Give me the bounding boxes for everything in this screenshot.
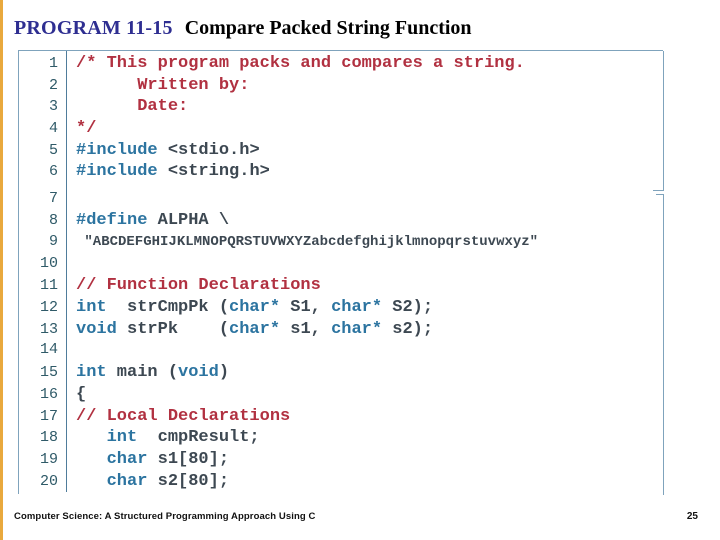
line-number: 14 (39, 341, 58, 359)
code-line: 18 int cmpResult; (19, 428, 663, 450)
code-box-right-border-upper (663, 51, 664, 190)
code-line: 1 /* This program packs and compares a st… (19, 54, 663, 76)
program-title-label: Compare Packed String Function (184, 17, 472, 39)
line-number: 11 (39, 277, 58, 295)
code-line: 8 #define ALPHA \ (19, 211, 663, 233)
line-number: 2 (48, 76, 58, 94)
code-text: Date: (76, 97, 189, 117)
code-text: { (76, 384, 87, 404)
line-number: 8 (48, 212, 58, 230)
line-number: 20 (39, 472, 58, 490)
code-line: 2 Written by: (19, 76, 663, 98)
code-text: */ (76, 119, 97, 139)
code-text: int main (void) (76, 363, 230, 383)
code-text: // Local Declarations (76, 406, 291, 426)
line-number: 17 (39, 407, 58, 425)
line-number: 3 (48, 98, 58, 116)
code-line: 20 char s2[80]; (19, 472, 663, 494)
code-text: // Function Declarations (76, 276, 321, 296)
code-text: void strPk (char* s1, char* s2); (76, 319, 434, 339)
code-text: #define ALPHA \ (76, 211, 230, 231)
code-listing: 1 /* This program packs and compares a st… (18, 50, 664, 495)
line-number: 5 (48, 141, 58, 159)
code-text: char s1[80]; (106, 449, 230, 469)
code-line: 13 void strPk (char* s1, char* s2); (19, 320, 663, 342)
footer-book-title: Computer Science: A Structured Programmi… (14, 511, 316, 522)
code-line: 12 int strCmpPk (char* S1, char* S2); (19, 298, 663, 320)
code-box-right-border-lower (663, 194, 664, 495)
code-text: char s2[80]; (106, 471, 230, 491)
line-number: 4 (48, 120, 58, 138)
code-text: "ABCDEFGHIJKLMNOPQRSTUVWXYZabcdefghijklm… (76, 234, 539, 250)
line-number: 12 (39, 299, 58, 317)
line-number: 19 (39, 450, 58, 468)
code-box-seam-upper (653, 190, 664, 191)
line-number: 10 (39, 254, 58, 272)
left-accent-bar (0, 0, 3, 540)
line-number: 1 (48, 55, 58, 72)
code-text: int cmpResult; (106, 428, 260, 448)
line-number: 18 (39, 429, 58, 447)
code-line: 16 { (19, 385, 663, 407)
line-number: 13 (39, 320, 58, 338)
line-number: 6 (48, 163, 58, 181)
code-box-seam-lower (656, 194, 664, 195)
code-line: 5 #include <stdio.h> (19, 141, 663, 163)
code-line: 6 #include <string.h> (19, 162, 663, 184)
line-number: 9 (48, 233, 58, 250)
code-text: /* This program packs and compares a str… (76, 54, 525, 73)
program-number-label: PROGRAM 11-15 (14, 17, 173, 39)
code-line: 17 // Local Declarations (19, 407, 663, 429)
code-line: 10 (19, 255, 663, 277)
code-lines: 1 /* This program packs and compares a st… (19, 54, 663, 493)
code-text: Written by: (76, 75, 250, 95)
code-text: #include <stdio.h> (76, 140, 260, 160)
code-line: 3 Date: (19, 97, 663, 119)
code-line: 15 int main (void) (19, 363, 663, 385)
code-line: 19 char s1[80]; (19, 450, 663, 472)
line-number-divider (66, 51, 67, 492)
code-text: #include <string.h> (76, 162, 270, 182)
line-number: 16 (39, 385, 58, 403)
code-text: int strCmpPk (char* S1, char* S2); (76, 298, 434, 318)
code-line: 11 // Function Declarations (19, 276, 663, 298)
code-line: 7 (19, 190, 663, 212)
code-line: 14 (19, 341, 663, 363)
footer-page-number: 25 (686, 511, 698, 522)
line-number: 15 (39, 364, 58, 382)
line-number: 7 (48, 189, 58, 207)
code-line: 4 */ (19, 119, 663, 141)
code-line: 9 "ABCDEFGHIJKLMNOPQRSTUVWXYZabcdefghijk… (19, 233, 663, 255)
slide-title: PROGRAM 11-15 Compare Packed String Func… (14, 16, 472, 40)
